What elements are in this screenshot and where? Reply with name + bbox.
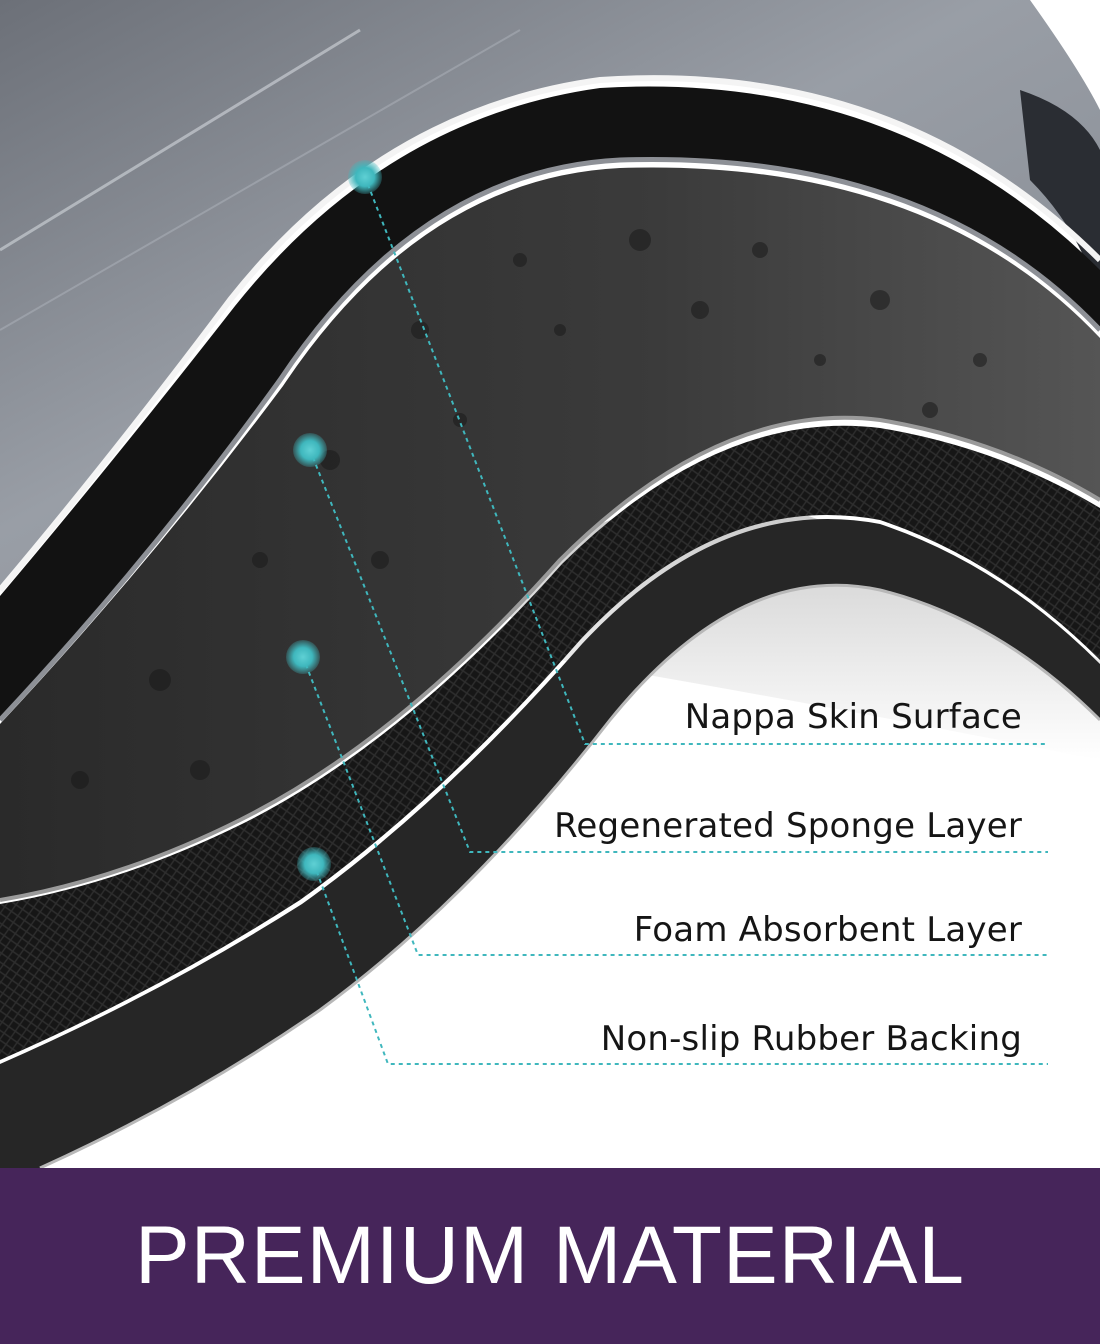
leader-line-sponge <box>309 449 1048 853</box>
surface-rim <box>0 75 1100 592</box>
sponge-texture <box>71 229 987 789</box>
label-non-slip-rubber-backing: Non-slip Rubber Backing <box>600 1019 1022 1059</box>
callout-dot-icon <box>286 640 320 674</box>
leader-line-foam <box>302 656 1048 956</box>
foam-layer-shape <box>0 425 1100 1060</box>
sponge-edge <box>0 415 1100 902</box>
leader-line-nappa <box>364 176 1048 745</box>
callout-dot-icon <box>297 847 331 881</box>
label-foam-absorbent-layer: Foam Absorbent Layer <box>633 910 1022 950</box>
mat-back-edge <box>1020 90 1100 300</box>
surface-sheen <box>0 29 521 331</box>
sponge-layer-shape <box>0 167 1100 900</box>
rubber-backing-shape <box>0 519 1100 1168</box>
skin-separator <box>0 156 1100 722</box>
footer-banner: PREMIUM MATERIAL <box>0 1168 1100 1344</box>
callout-leaders <box>302 176 1048 1065</box>
label-regenerated-sponge-layer: Regenerated Sponge Layer <box>554 806 1022 846</box>
label-nappa-skin-surface: Nappa Skin Surface <box>684 697 1022 737</box>
mat-layers-illustration <box>0 0 1100 1168</box>
nappa-surface-shape <box>0 0 1100 590</box>
surface-sheen <box>0 28 361 252</box>
callout-dot-icon <box>293 433 327 467</box>
banner-title: PREMIUM MATERIAL <box>135 1210 965 1301</box>
skin-band <box>0 86 1100 720</box>
callout-dot-icon <box>348 160 382 194</box>
rubber-edge <box>39 583 1100 1168</box>
